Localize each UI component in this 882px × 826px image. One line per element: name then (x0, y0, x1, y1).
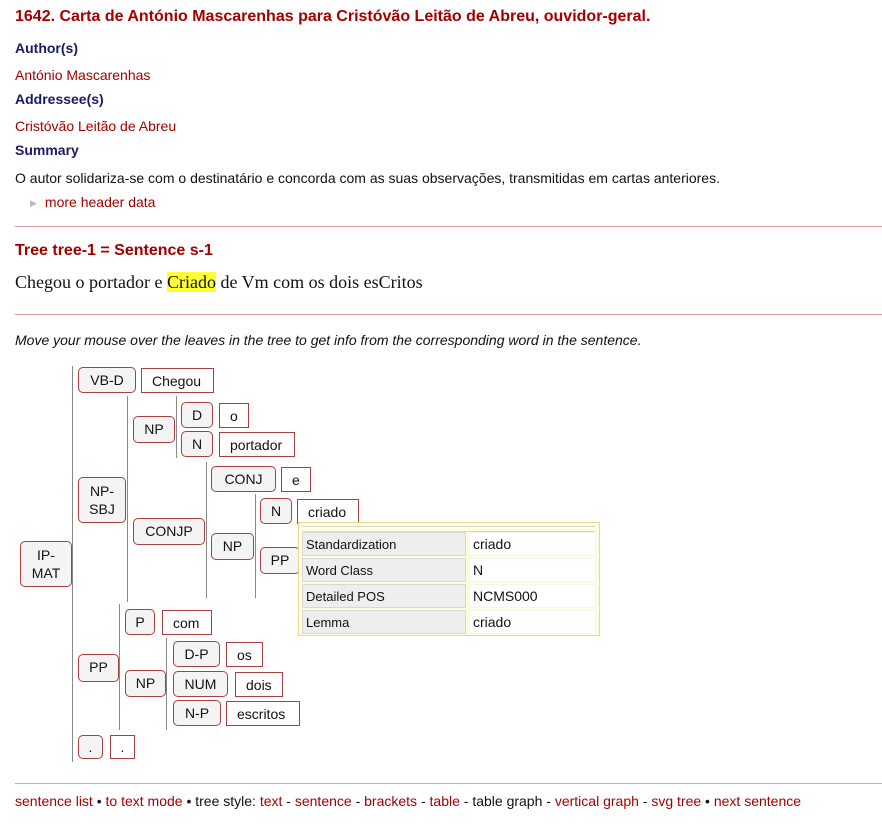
tree-leaf-e[interactable]: e (281, 467, 311, 492)
separator: • (92, 793, 106, 809)
tree-node-n[interactable]: N (181, 431, 213, 457)
tree-instructions: Move your mouse over the leaves in the t… (15, 332, 642, 348)
node-label: IP- (37, 547, 55, 563)
tree-node-punct[interactable]: . (78, 735, 103, 759)
divider (15, 226, 882, 227)
addressee-label: Addressee(s) (15, 91, 104, 107)
document-title: 1642. Carta de António Mascarenhas para … (15, 8, 651, 25)
style-brackets-link[interactable]: brackets (364, 793, 418, 809)
sentence-after: de Vm com os dois esCritos (215, 272, 423, 292)
tree-node-conj[interactable]: CONJ (211, 466, 276, 492)
separator: - (351, 793, 365, 809)
separator: • (701, 793, 714, 809)
tooltip-header-bar (303, 526, 595, 532)
tree-node-vb-d[interactable]: VB-D (78, 367, 136, 393)
addressee-value: Cristóvão Leitão de Abreu (15, 118, 177, 134)
tooltip-key: Lemma (302, 610, 466, 634)
node-label: MAT (31, 565, 61, 581)
tree-branch-line (206, 462, 207, 598)
tree-node-pp[interactable]: PP (78, 654, 119, 682)
separator: - (417, 793, 430, 809)
tree-node-ip-mat[interactable]: IP- MAT (20, 541, 72, 587)
tooltip-row: Detailed POS NCMS000 (302, 584, 596, 608)
sentence-before: Chegou o portador e (15, 272, 167, 292)
tooltip-row: Word Class N (302, 558, 596, 582)
summary-label: Summary (15, 142, 79, 158)
expand-triangle-icon: ▶ (30, 198, 37, 208)
more-header-data-link[interactable]: ▶ more header data (30, 194, 155, 210)
tree-leaf-portador[interactable]: portador (219, 432, 295, 457)
tree-leaf-dois[interactable]: dois (235, 672, 283, 697)
tree-node-np[interactable]: NP (211, 533, 254, 560)
tree-title: Tree tree-1 = Sentence s-1 (15, 242, 213, 259)
author-label: Author(s) (15, 40, 78, 56)
tree-node-np-sbj[interactable]: NP- SBJ (78, 477, 126, 523)
tooltip-key: Detailed POS (302, 584, 466, 608)
author-value: António Mascarenhas (15, 67, 151, 83)
sentence-highlighted-word: Criado (166, 272, 216, 292)
tree-leaf-os[interactable]: os (226, 642, 263, 667)
tree-branch-line (166, 638, 167, 730)
style-table-link[interactable]: table (429, 793, 460, 809)
tree-node-d-p[interactable]: D-P (173, 641, 220, 667)
more-header-data-label: more header data (44, 194, 156, 210)
separator: - (459, 793, 473, 809)
tree-leaf-chegou[interactable]: Chegou (141, 368, 214, 393)
tree-style-label: • tree style: (182, 793, 260, 809)
tree-leaf-criado[interactable]: criado (297, 499, 359, 524)
text-mode-link[interactable]: to text mode (105, 793, 183, 809)
tooltip-key: Word Class (302, 558, 466, 582)
tooltip-value: criado (469, 610, 596, 634)
word-info-tooltip: Standardization criado Word Class N Deta… (298, 522, 600, 636)
tree-leaf-com[interactable]: com (162, 610, 212, 635)
tree-node-n[interactable]: N (260, 498, 292, 524)
divider (15, 783, 882, 784)
separator: - (542, 793, 555, 809)
next-sentence-link[interactable]: next sentence (713, 793, 802, 809)
tree-branch-line (255, 494, 256, 598)
style-text-link[interactable]: text (259, 793, 283, 809)
style-sentence-link[interactable]: sentence (294, 793, 352, 809)
tree-branch-line (72, 366, 73, 762)
style-table-graph-current: table graph (472, 793, 543, 809)
tree-leaf-escritos[interactable]: escritos (226, 701, 300, 726)
tooltip-value: N (469, 558, 596, 582)
tree-node-pp[interactable]: PP (260, 547, 300, 574)
tree-node-conjp[interactable]: CONJP (133, 518, 205, 545)
tree-node-n-p[interactable]: N-P (173, 700, 221, 726)
tree-node-d[interactable]: D (181, 402, 213, 428)
tree-node-np[interactable]: NP (125, 670, 166, 697)
node-label: SBJ (89, 501, 115, 517)
separator: - (282, 793, 295, 809)
tree-leaf-o[interactable]: o (219, 403, 249, 428)
style-svg-tree-link[interactable]: svg tree (651, 793, 702, 809)
tree-node-np[interactable]: NP (133, 416, 175, 443)
tooltip-key: Standardization (302, 532, 466, 556)
tooltip-value: NCMS000 (469, 584, 596, 608)
sentence-list-link[interactable]: sentence list (15, 793, 93, 809)
tooltip-row: Lemma criado (302, 610, 596, 634)
divider (15, 314, 882, 315)
tree-branch-line (176, 396, 177, 458)
sentence-text: Chegou o portador e Criado de Vm com os … (15, 272, 423, 293)
tooltip-row: Standardization criado (302, 532, 596, 556)
tree-leaf-period[interactable]: . (110, 735, 135, 759)
summary-text: O autor solidariza-se com o destinatário… (15, 170, 720, 186)
tree-node-p[interactable]: P (125, 609, 155, 635)
separator: - (638, 793, 652, 809)
footer-nav: sentence list • to text mode • tree styl… (15, 793, 801, 809)
node-label: NP- (89, 483, 115, 499)
tooltip-value: criado (469, 532, 596, 556)
tree-branch-line (127, 396, 128, 602)
tree-node-num[interactable]: NUM (173, 671, 228, 697)
tree-branch-line (119, 604, 120, 730)
style-vertical-graph-link[interactable]: vertical graph (554, 793, 639, 809)
